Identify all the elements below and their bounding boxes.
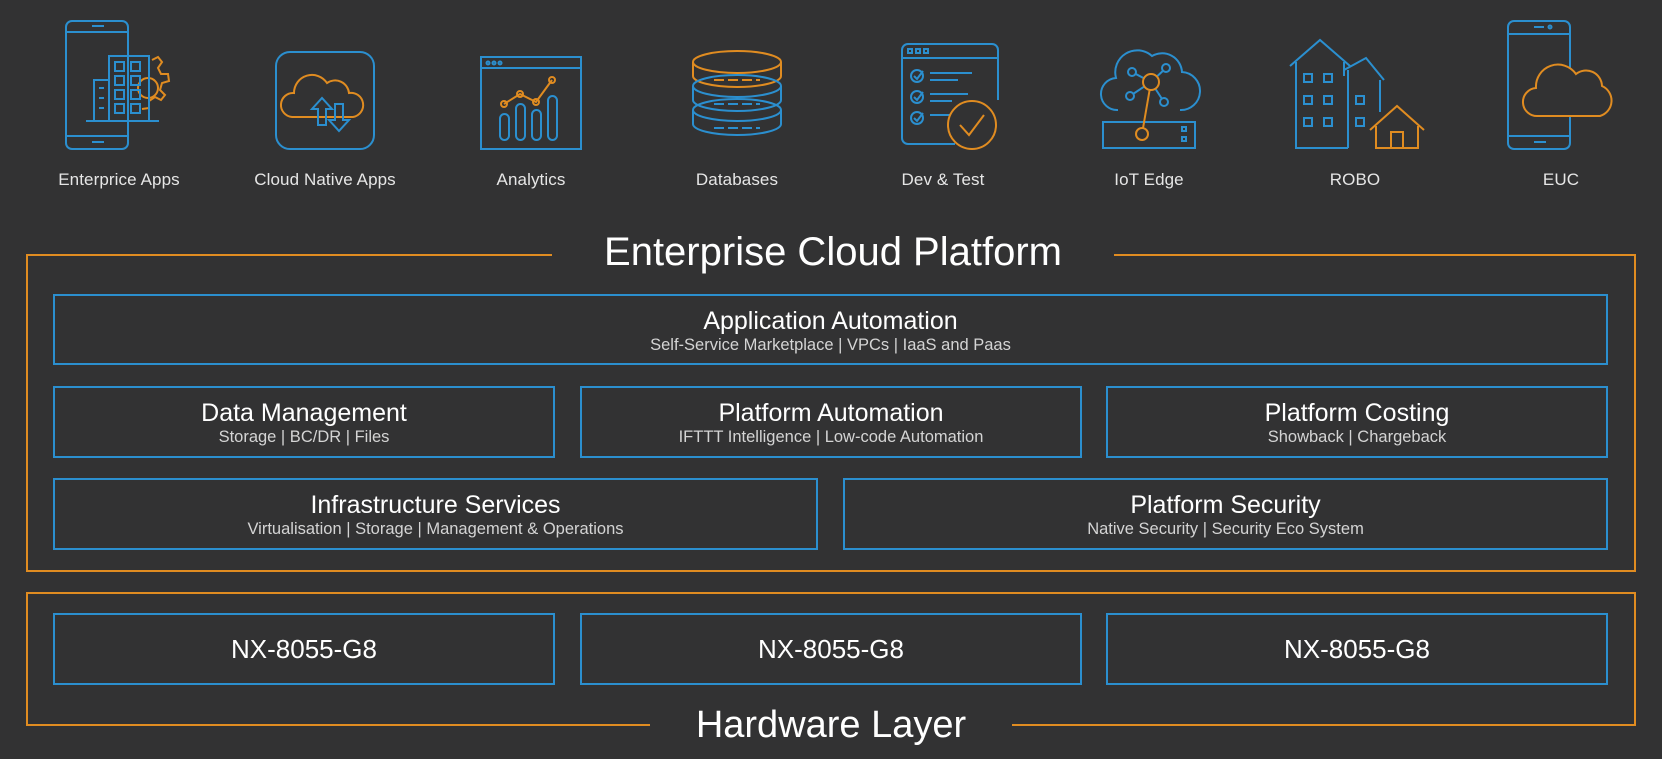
workload-dev-test: Dev & Test (840, 0, 1046, 200)
analytics-icon (480, 56, 582, 150)
enterprise-apps-icon (65, 20, 171, 150)
workload-label: EUC (1542, 170, 1580, 189)
box-subtitle: Self-Service Marketplace | VPCs | IaaS a… (650, 336, 1011, 354)
infrastructure-services-box: Infrastructure Services Virtualisation |… (53, 478, 818, 550)
workload-robo: ROBO (1252, 0, 1458, 200)
workload-label: Databases (695, 170, 779, 189)
iot-edge-icon (1100, 49, 1202, 149)
box-title: Platform Automation (718, 399, 944, 427)
platform-automation-box: Platform Automation IFTTT Intelligence |… (580, 386, 1082, 458)
cloud-native-apps-icon (275, 51, 375, 150)
box-subtitle: IFTTT Intelligence | Low-code Automation (678, 428, 984, 446)
platform-security-box: Platform Security Native Security | Secu… (843, 478, 1608, 550)
box-subtitle: Storage | BC/DR | Files (218, 428, 390, 446)
platform-costing-box: Platform Costing Showback | Chargeback (1106, 386, 1608, 458)
workload-euc: EUC (1458, 0, 1662, 200)
hardware-title: Hardware Layer (650, 698, 1012, 752)
workload-label: Cloud Native Apps (254, 170, 396, 189)
box-subtitle: Showback | Chargeback (1267, 428, 1447, 446)
box-subtitle: Native Security | Security Eco System (1087, 520, 1364, 538)
box-title: Data Management (201, 399, 407, 427)
workload-label: Analytics (496, 170, 566, 189)
box-title: Application Automation (703, 307, 958, 335)
dev-test-icon (901, 43, 999, 150)
workload-label: Enterprice Apps (58, 170, 180, 189)
workload-cloud-native-apps: Cloud Native Apps (222, 0, 428, 200)
box-title: Infrastructure Services (310, 491, 561, 519)
workload-label: IoT Edge (1114, 170, 1184, 189)
workload-label: Dev & Test (901, 170, 985, 189)
hardware-node: NX-8055-G8 (53, 613, 555, 685)
box-title: Platform Security (1130, 491, 1321, 519)
workload-analytics: Analytics (428, 0, 634, 200)
euc-icon (1507, 20, 1613, 150)
hardware-node: NX-8055-G8 (1106, 613, 1608, 685)
workload-iot-edge: IoT Edge (1046, 0, 1252, 200)
workload-label: ROBO (1329, 170, 1381, 189)
robo-icon (1289, 38, 1425, 149)
platform-title: Enterprise Cloud Platform (552, 224, 1114, 280)
box-subtitle: Virtualisation | Storage | Management & … (247, 520, 624, 538)
data-management-box: Data Management Storage | BC/DR | Files (53, 386, 555, 458)
box-title: Platform Costing (1264, 399, 1450, 427)
application-automation-box: Application Automation Self-Service Mark… (53, 294, 1608, 365)
hardware-node: NX-8055-G8 (580, 613, 1082, 685)
workload-databases: Databases (634, 0, 840, 200)
databases-icon (692, 50, 782, 136)
workload-icons-row: Enterprice Apps Cloud Native Apps (0, 0, 1662, 200)
workload-enterprise-apps: Enterprice Apps (16, 0, 222, 200)
